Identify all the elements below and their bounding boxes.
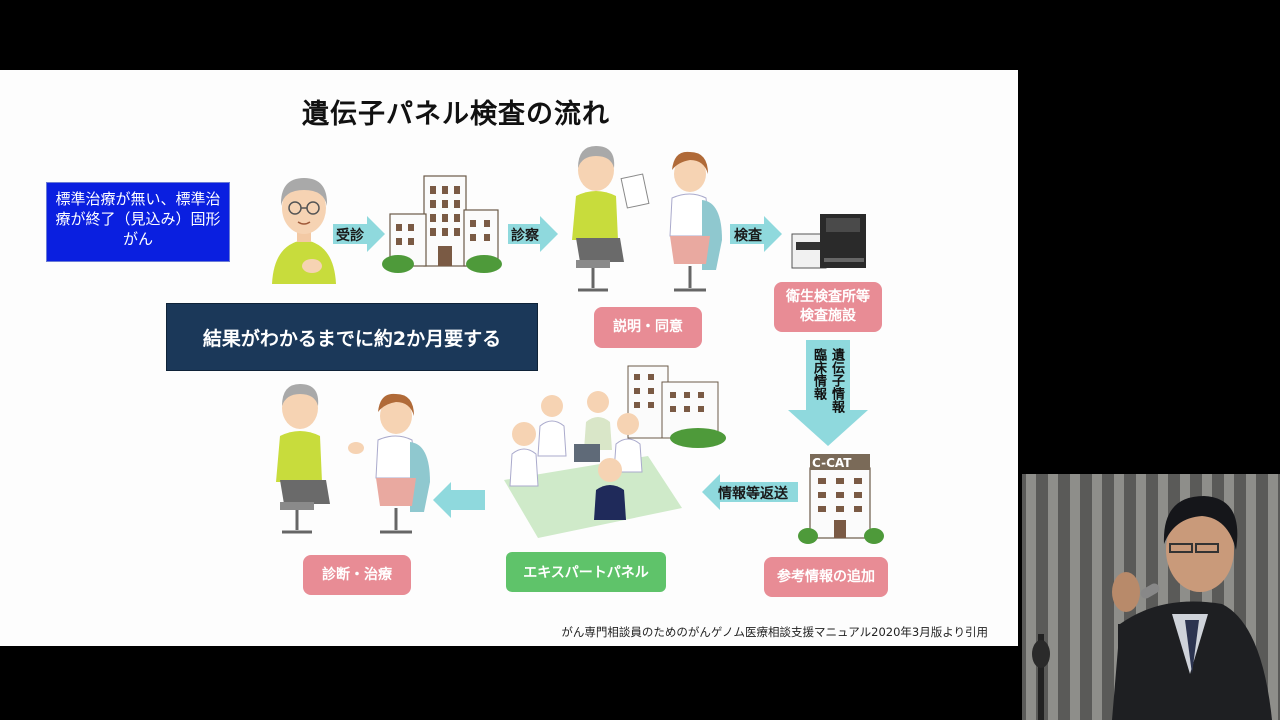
arrow-down-genetic-label: 遺伝子情報 <box>829 348 844 413</box>
duration-box: 結果がわかるまでに約2か月要する <box>167 304 537 370</box>
expert-panel-illustration <box>504 365 726 538</box>
slide-title: 遺伝子パネル検査の流れ <box>302 99 610 130</box>
diagnosis-illustration <box>276 384 430 534</box>
speaker-image <box>1022 474 1280 720</box>
arrow-test <box>730 216 782 252</box>
step-lab-facility: 衛生検査所等 検査施設 <box>774 282 882 332</box>
arrow-visit-label: 受診 <box>336 228 364 244</box>
patient-illustration <box>272 178 336 284</box>
step-explanation-consent: 説明・同意 <box>594 307 702 348</box>
ccat-label: C-CAT <box>812 456 852 470</box>
ccat-building-illustration <box>798 454 884 544</box>
condition-box: 標準治療が無い、標準治療が終了（見込み）固形がん <box>46 182 230 262</box>
slide: 遺伝子パネル検査の流れ 標準治療が無い、標準治療が終了（見込み）固形がん 結果が… <box>0 70 1018 646</box>
hospital-illustration <box>382 175 502 273</box>
arrow-visit <box>333 216 385 252</box>
arrow-down-info <box>788 340 868 446</box>
speaker-video-inset <box>1022 474 1280 720</box>
sequencer-illustration <box>791 214 866 269</box>
step-ccat-add-info: 参考情報の追加 <box>764 557 888 597</box>
arrow-to-treatment <box>433 482 485 518</box>
consultation-illustration <box>572 146 722 292</box>
step-diagnosis-treatment: 診断・治療 <box>303 555 411 595</box>
arrow-down-clinical-label: 臨床情報 <box>811 348 826 400</box>
citation: がん専門相談員のためのがんゲノム医療相談支援マニュアル2020年3月版より引用 <box>561 625 988 639</box>
step-expert-panel: エキスパートパネル <box>506 552 666 592</box>
arrow-exam <box>508 216 558 252</box>
arrow-exam-label: 診察 <box>511 228 539 244</box>
arrow-test-label: 検査 <box>734 228 762 244</box>
arrow-return-label: 情報等返送 <box>718 486 788 502</box>
arrow-return <box>702 474 798 510</box>
